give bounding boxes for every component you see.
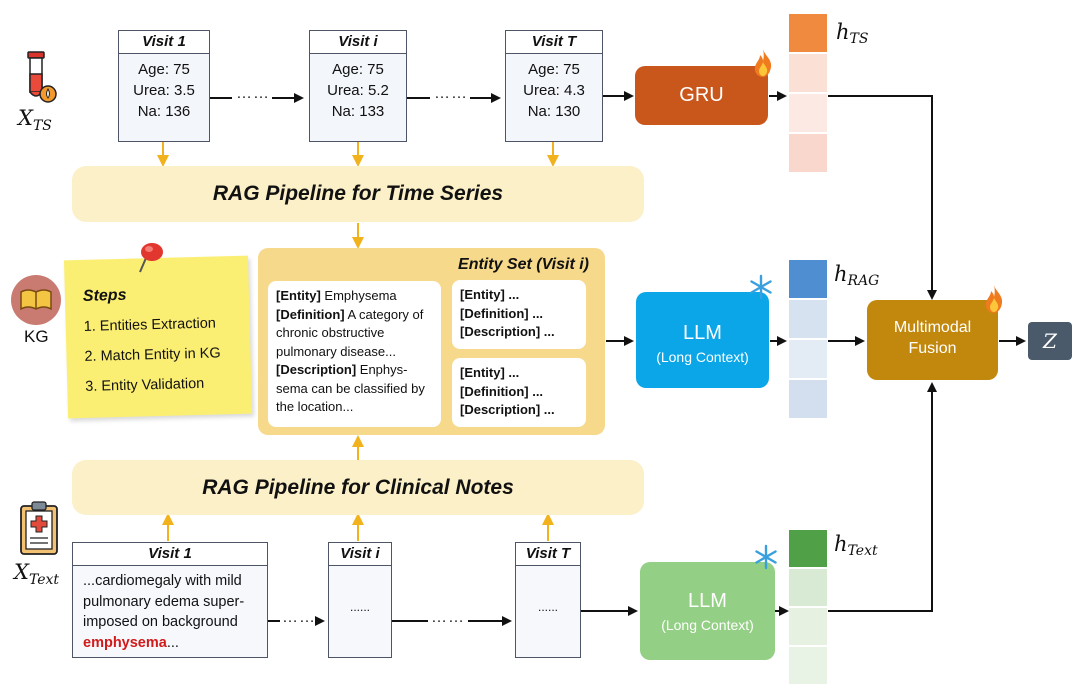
step-item: 3. Entity Validation xyxy=(85,375,205,395)
definition-key: [Definition] xyxy=(276,306,345,322)
entity-line: [Entity] ... xyxy=(460,287,520,302)
entity-key: [Entity] xyxy=(276,288,321,303)
note-visit-i: Visit i ...... xyxy=(328,542,392,658)
ts-visit-age: Age: 75 xyxy=(138,61,190,78)
x-text-label: XText xyxy=(14,560,60,588)
kg-label: KG xyxy=(24,327,49,346)
h-rag-label: hRAG xyxy=(834,262,880,289)
ts-visit-i: Visit i Age: 75 Urea: 5.2 Na: 133 xyxy=(309,30,407,142)
pushpin-icon xyxy=(139,243,163,273)
h-ts-label: hTS xyxy=(836,20,869,47)
arrow-htext-fusion xyxy=(828,382,937,612)
note-highlight-term: emphysema xyxy=(83,634,167,651)
description-line: [Description] ... xyxy=(460,402,555,417)
ts-visit-1: Visit 1 Age: 75 Urea: 3.5 Na: 136 xyxy=(118,30,210,142)
ts-visit-T: Visit T Age: 75 Urea: 4.3 Na: 130 xyxy=(505,30,603,142)
h-ts-vector xyxy=(789,14,827,174)
x-ts-label: XTS xyxy=(18,106,52,134)
ts-visit-urea: Urea: 4.3 xyxy=(523,82,585,99)
entity-card-small: [Entity] ... [Definition] ... [Descripti… xyxy=(452,280,586,349)
rag-pipeline-clinical-notes: RAG Pipeline for Clinical Notes xyxy=(72,460,644,515)
llm-sublabel: (Long Context) xyxy=(656,349,749,365)
rag-pipeline-time-series: RAG Pipeline for Time Series xyxy=(72,166,644,222)
book-icon xyxy=(11,275,61,325)
note-visit-1: Visit 1 ...cardiomegaly with mild pulmon… xyxy=(72,542,268,658)
multimodal-fusion: Multimodal Fusion xyxy=(867,300,998,380)
gru-model: GRU xyxy=(635,66,768,125)
note-text-tail: ... xyxy=(166,634,179,651)
h-text-label: hText xyxy=(834,532,878,559)
flame-icon xyxy=(985,285,1003,313)
blood-test-tube-icon xyxy=(27,51,57,103)
note-text: ...... xyxy=(349,600,370,614)
ts-visit-na: Na: 136 xyxy=(137,103,191,120)
fusion-line: Fusion xyxy=(908,340,957,357)
note-visit-title: Visit 1 xyxy=(73,543,267,566)
entity-set-title: Entity Set (Visit i) xyxy=(458,256,589,273)
step-item: 1. Entities Extraction xyxy=(83,315,217,335)
entity-value: Emphysema xyxy=(320,288,397,303)
snowflake-icon xyxy=(750,274,772,300)
h-text-vector xyxy=(789,530,827,688)
ts-visit-title: Visit i xyxy=(310,31,406,54)
note-text: ...cardiomegaly with mild pulmonary edem… xyxy=(83,573,245,630)
ts-visit-title: Visit T xyxy=(506,31,602,54)
definition-line: [Definition] ... xyxy=(460,305,544,321)
ts-visit-urea: Urea: 3.5 xyxy=(133,82,195,99)
note-text: ...... xyxy=(537,600,558,614)
output-z: Z xyxy=(1028,322,1072,360)
step-item: 2. Match Entity in KG xyxy=(84,345,221,365)
clipboard-icon xyxy=(20,501,58,555)
note-visit-title: Visit T xyxy=(516,543,580,566)
llm-label: LLM xyxy=(688,590,727,612)
notes-ellipsis: …… xyxy=(282,609,316,626)
ts-visit-na: Na: 130 xyxy=(527,103,581,120)
arrow-hts-fusion xyxy=(828,95,937,300)
definition-value: A category of chronic obstructive pulmon… xyxy=(276,306,424,359)
note-visit-title: Visit i xyxy=(329,543,391,566)
snowflake-icon xyxy=(755,544,777,570)
flame-icon xyxy=(754,49,772,77)
llm-label: LLM xyxy=(683,322,722,344)
description-value: Enphys-sema can be classified by the loc… xyxy=(276,362,425,414)
description-line: [Description] ... xyxy=(460,324,555,339)
steps-sticky-note: Steps 1. Entities Extraction 2. Match En… xyxy=(63,255,253,419)
ts-ellipsis: …… xyxy=(236,85,270,102)
ts-visit-na: Na: 133 xyxy=(331,103,385,120)
ts-visit-title: Visit 1 xyxy=(119,31,209,54)
llm-rag-model: LLM (Long Context) xyxy=(636,292,769,388)
note-visit-T: Visit T ...... xyxy=(515,542,581,658)
h-rag-vector xyxy=(789,260,827,422)
fusion-line: Multimodal xyxy=(893,319,972,336)
ts-ellipsis: …… xyxy=(434,85,468,102)
entity-card-small: [Entity] ... [Definition] ... [Descripti… xyxy=(452,358,586,427)
ts-visit-age: Age: 75 xyxy=(528,61,580,78)
ts-visit-age: Age: 75 xyxy=(332,61,384,78)
ts-visit-urea: Urea: 5.2 xyxy=(327,82,389,99)
description-key: [Description] xyxy=(276,362,357,377)
llm-sublabel: (Long Context) xyxy=(661,617,754,633)
llm-text-model: LLM (Long Context) xyxy=(640,562,775,660)
entity-line: [Entity] ... xyxy=(460,365,520,380)
entity-card-main: [Entity] Emphysema [Definition] A catego… xyxy=(268,281,441,427)
definition-line: [Definition] ... xyxy=(460,383,544,399)
notes-ellipsis: …… xyxy=(431,609,465,626)
